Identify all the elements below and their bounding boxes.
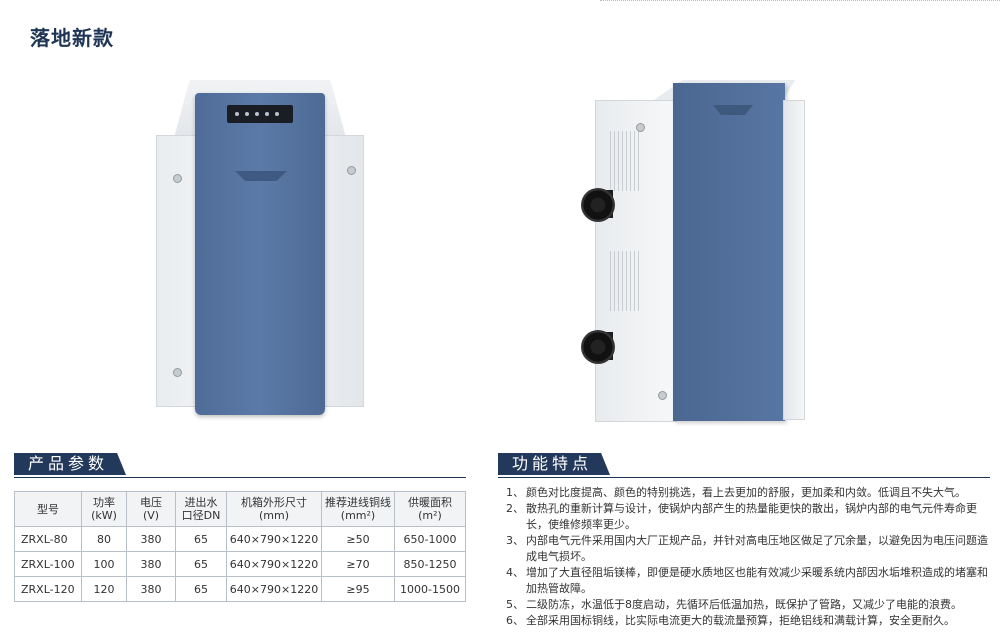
list-item-text: 颜色对比度提高、颜色的特别挑选，看上去更加的舒服，更加柔和内敛。低调且不失大气。 [526, 486, 966, 499]
panel-button-icon [255, 112, 259, 116]
list-item: 5、二级防冻，水温低于8度启动，先循环后低温加热，既保护了管路，又减少了电能的浪… [506, 597, 990, 613]
list-item-number: 2、 [506, 502, 524, 515]
specs-table: 型号 功率(kW) 电压(V) 进出水口径DN 机箱外形尺寸(mm) 推荐进线铜… [14, 491, 466, 602]
col-header-cable: 推荐进线铜线(mm²) [321, 491, 395, 527]
cell-cable: ≥70 [321, 551, 395, 577]
door-handle [235, 171, 287, 181]
page-title: 落地新款 [30, 26, 114, 50]
product-image-side [581, 80, 815, 425]
list-item-number: 5、 [506, 598, 524, 611]
col-header-model: 型号 [14, 491, 82, 527]
cell-voltage: 380 [126, 576, 176, 602]
list-item: 2、散热孔的重新计算与设计，使锅炉内部产生的热量能更快的散出，锅炉内部的电气元件… [506, 501, 990, 533]
cell-power: 100 [81, 551, 127, 577]
screw-icon [636, 123, 645, 132]
list-item-text: 二级防冻，水温低于8度启动，先循环后低温加热，既保护了管路，又减少了电能的浪费。 [526, 598, 962, 611]
boiler-front-door [673, 83, 785, 421]
vent-grille-icon [610, 131, 640, 191]
table-row: ZRXL-80 80 380 65 640×790×1220 ≥50 650-1… [14, 526, 466, 552]
cell-cable: ≥50 [321, 526, 395, 552]
water-inlet-flange-icon [581, 188, 615, 222]
boiler-side-panel [595, 100, 677, 422]
cell-model: ZRXL-120 [14, 576, 82, 602]
boiler-rear-panel [783, 100, 805, 420]
list-item-text: 全部采用国标铜线，比实际电流更大的载流量预算，拒绝铝线和满载计算，安全更耐久。 [526, 614, 955, 627]
cell-pipe-diameter: 65 [175, 551, 227, 577]
screw-icon [658, 391, 667, 400]
col-header-power: 功率(kW) [81, 491, 127, 527]
cell-pipe-diameter: 65 [175, 576, 227, 602]
list-item-number: 3、 [506, 534, 524, 547]
screw-icon [173, 174, 182, 183]
list-item-text: 增加了大直径阻垢镁棒，即便是硬水质地区也能有效减少采暖系统内部因水垢堆积造成的堵… [526, 566, 988, 595]
water-outlet-flange-icon [581, 330, 615, 364]
panel-button-icon [235, 112, 239, 116]
vent-grille-icon [610, 251, 640, 311]
list-item: 3、内部电气元件采用国内大厂正规产品，并针对高电压地区做足了冗余量，以避免因为电… [506, 533, 990, 565]
product-image-front [150, 75, 370, 420]
panel-button-icon [275, 112, 279, 116]
table-row: ZRXL-120 120 380 65 640×790×1220 ≥95 100… [14, 576, 466, 602]
panel-button-icon [265, 112, 269, 116]
cell-power: 120 [81, 576, 127, 602]
cell-model: ZRXL-100 [14, 551, 82, 577]
cell-dimensions: 640×790×1220 [226, 551, 322, 577]
cell-dimensions: 640×790×1220 [226, 526, 322, 552]
cell-pipe-diameter: 65 [175, 526, 227, 552]
features-section-header: 功能特点 [498, 453, 990, 478]
panel-button-icon [245, 112, 249, 116]
cell-dimensions: 640×790×1220 [226, 576, 322, 602]
cell-voltage: 380 [126, 551, 176, 577]
col-header-dimensions: 机箱外形尺寸(mm) [226, 491, 322, 527]
cell-heating-area: 850-1250 [394, 551, 466, 577]
cell-voltage: 380 [126, 526, 176, 552]
cell-power: 80 [81, 526, 127, 552]
table-header-row: 型号 功率(kW) 电压(V) 进出水口径DN 机箱外形尺寸(mm) 推荐进线铜… [14, 491, 466, 527]
col-header-pipe-diameter: 进出水口径DN [175, 491, 227, 527]
list-item-number: 1、 [506, 486, 524, 499]
list-item: 6、全部采用国标铜线，比实际电流更大的载流量预算，拒绝铝线和满载计算，安全更耐久… [506, 613, 990, 629]
table-row: ZRXL-100 100 380 65 640×790×1220 ≥70 850… [14, 551, 466, 577]
control-display-panel [227, 105, 293, 123]
list-item-number: 6、 [506, 614, 524, 627]
list-item: 1、颜色对比度提高、颜色的特别挑选，看上去更加的舒服，更加柔和内敛。低调且不失大… [506, 485, 990, 501]
features-heading: 功能特点 [498, 453, 611, 475]
list-item-text: 内部电气元件采用国内大厂正规产品，并针对高电压地区做足了冗余量，以避免因为电压问… [526, 534, 988, 563]
door-handle [713, 105, 753, 115]
col-header-voltage: 电压(V) [126, 491, 176, 527]
list-item-number: 4、 [506, 566, 524, 579]
screw-icon [347, 166, 356, 175]
specs-section-header: 产品参数 [14, 453, 466, 478]
top-divider [600, 0, 1000, 2]
feature-list: 1、颜色对比度提高、颜色的特别挑选，看上去更加的舒服，更加柔和内敛。低调且不失大… [506, 485, 990, 629]
cell-model: ZRXL-80 [14, 526, 82, 552]
cell-heating-area: 650-1000 [394, 526, 466, 552]
screw-icon [173, 368, 182, 377]
cell-heating-area: 1000-1500 [394, 576, 466, 602]
boiler-front-door [195, 93, 325, 415]
list-item-text: 散热孔的重新计算与设计，使锅炉内部产生的热量能更快的散出，锅炉内部的电气元件寿命… [526, 502, 977, 531]
list-item: 4、增加了大直径阻垢镁棒，即便是硬水质地区也能有效减少采暖系统内部因水垢堆积造成… [506, 565, 990, 597]
col-header-heating-area: 供暖面积(m²) [394, 491, 466, 527]
cell-cable: ≥95 [321, 576, 395, 602]
specs-heading: 产品参数 [14, 453, 127, 475]
